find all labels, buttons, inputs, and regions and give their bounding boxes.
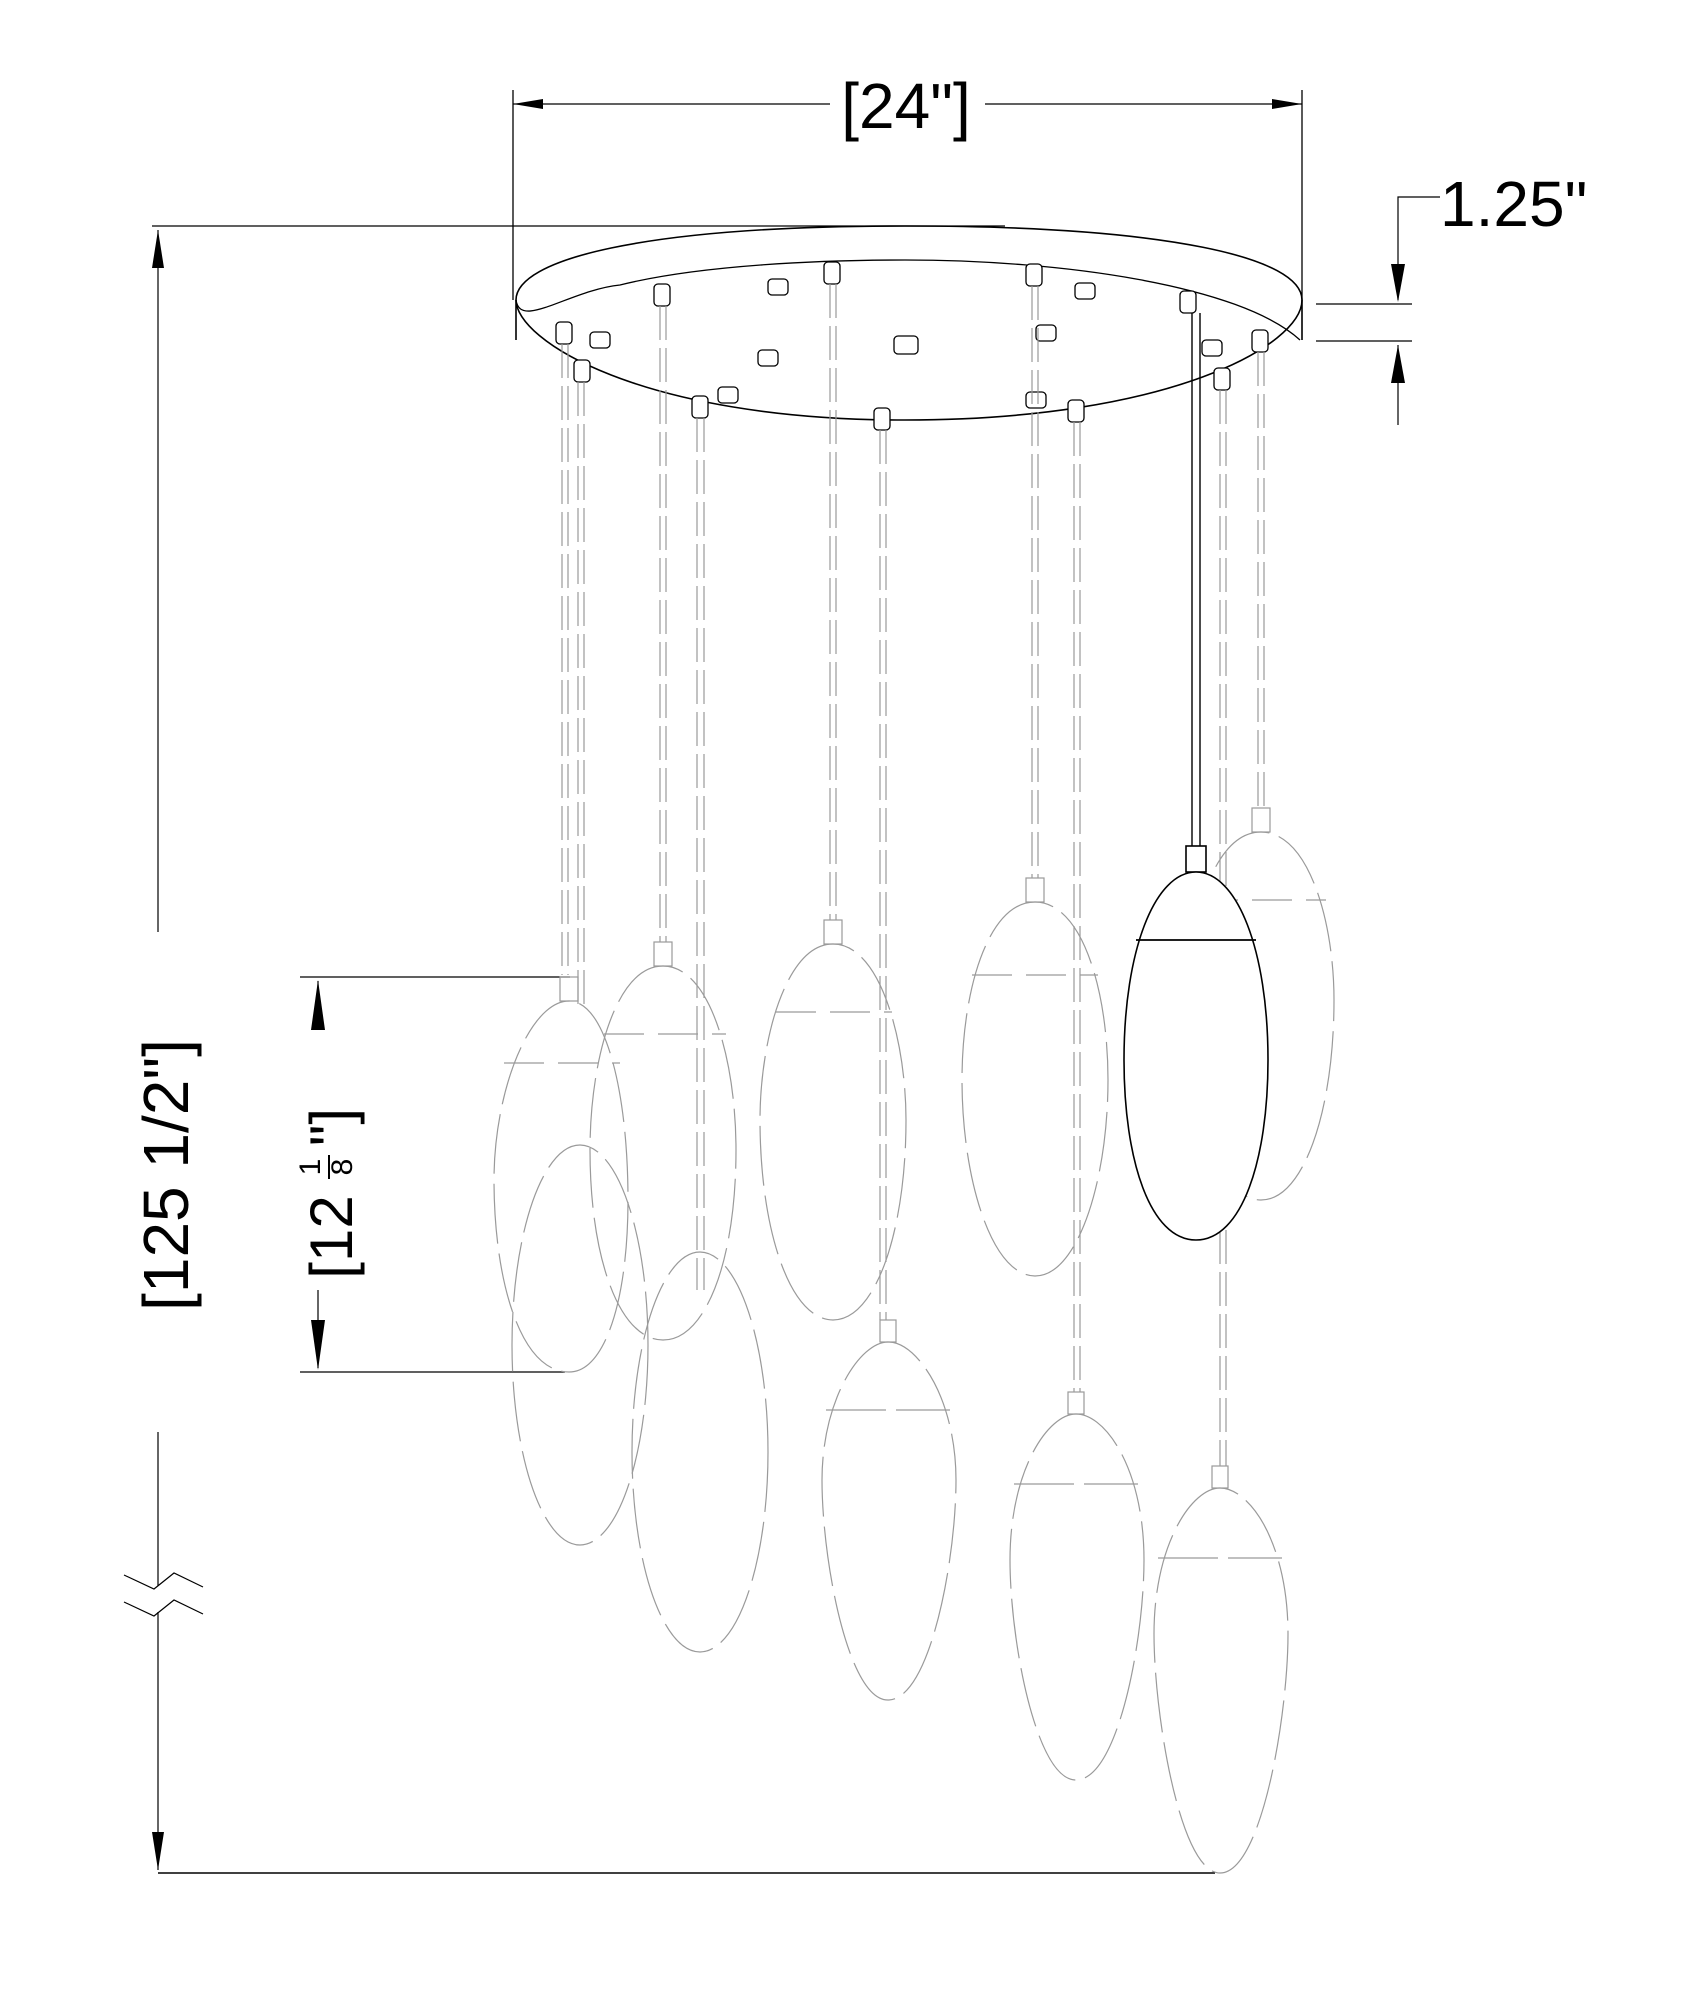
pendant-front-1 [493,976,629,1373]
pendant-back-2 [631,1251,769,1653]
pendant-back-3 [821,1319,957,1701]
hidden-shades [493,807,1335,1874]
pendant-back-4 [1009,1391,1145,1781]
canopy-height-label: 1.25" [1440,168,1587,240]
pendant-front-4 [961,877,1109,1277]
width-label: [24"] [841,70,970,142]
canopy-sockets [555,261,1269,431]
shade-height-whole: [12 [298,1195,365,1278]
pendant-highlighted [1123,313,1269,1241]
overall-height-label: [125 1/2"] [130,1039,202,1311]
shade-height-fraction-denominator: 8 [326,1159,359,1176]
overall-height-dimension: [125 1/2"] [123,225,1215,1874]
shade-height-close: "] [298,1108,365,1146]
pendant-front-2 [589,941,737,1341]
pendant-back-1 [511,1144,649,1546]
canopy-height-dimension: 1.25" [1316,168,1587,425]
hidden-cords [561,284,1265,1466]
width-dimension: [24"] [512,70,1303,300]
pendant-back-5 [1153,1465,1289,1874]
pendant-front-3 [759,919,907,1321]
shade-height-fraction-numerator: 1 [294,1159,327,1176]
canopy [515,225,1303,421]
shade-height-dimension: [12 1 8 "] [294,976,570,1373]
